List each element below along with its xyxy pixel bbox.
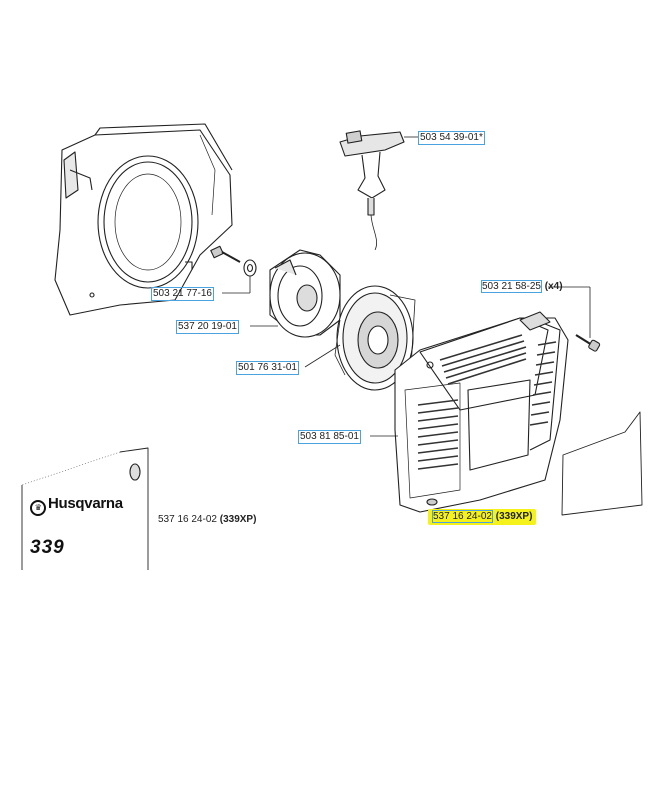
label-reel: 503 81 85-01 [298,430,361,444]
bolt-washer-drawing [210,245,257,277]
cover-screw-drawing [575,334,601,352]
fan-housing [54,123,233,316]
label-starter-pulley: 537 20 19-01 [176,320,239,334]
label-cover-screw: 503 21 58-25 (x4) [481,280,563,293]
decal-brand: ♛Husqvarna [30,495,123,516]
husqvarna-crown-icon: ♛ [30,500,46,516]
leader-lines [222,136,591,437]
label-starter-cover: 537 16 24-02 (339XP) [428,509,537,525]
label-flywheel-bolt: 503 21 77-16 [151,287,214,301]
starter-handle-drawing [339,130,405,251]
starter-cover-drawing [394,311,569,513]
label-starter-handle: 503 54 39-01* [418,131,485,145]
decal-part-number: 537 16 24-02 (339XP) [158,514,257,525]
decal-model-number: 339 [30,537,65,558]
decal-sheet-drawing [561,411,643,516]
label-rewind-spring: 501 76 31-01 [236,361,299,375]
rewind-reel-drawing [334,285,416,391]
decal-card-drawing [21,447,149,570]
starter-pulley-drawing [269,249,341,338]
